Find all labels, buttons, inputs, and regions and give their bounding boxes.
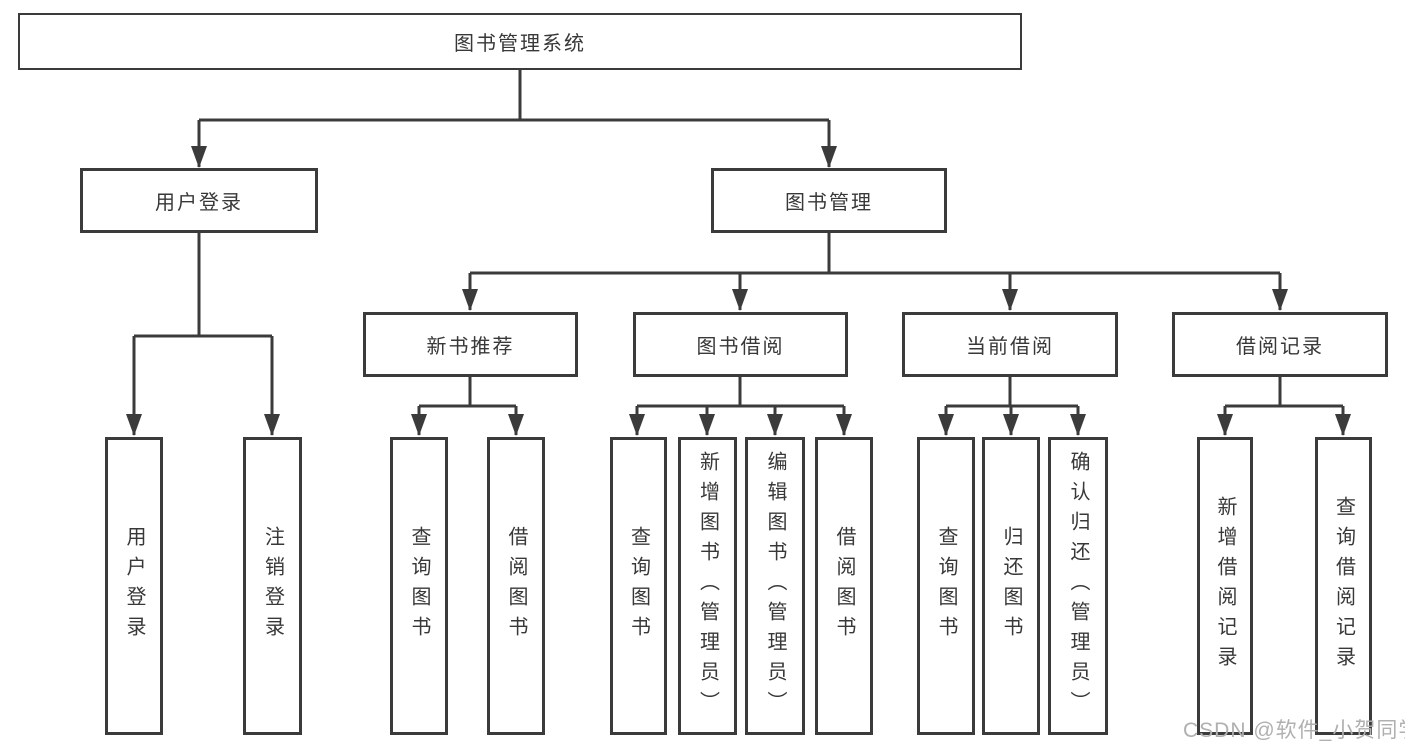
leaf-borrow-books-recommend: 借阅图书 xyxy=(487,437,545,735)
leaf-borrow-books-recommend-label: 借阅图书 xyxy=(505,526,527,646)
node-new-book-recommend: 新书推荐 xyxy=(363,312,578,377)
leaf-query-borrow-record: 查询借阅记录 xyxy=(1315,437,1372,735)
leaf-user-login: 用户登录 xyxy=(105,437,163,735)
leaf-query-books-borrowing-label: 查询图书 xyxy=(627,526,650,646)
leaf-add-borrow-record-label: 新增借阅记录 xyxy=(1214,496,1236,676)
node-library-system-label: 图书管理系统 xyxy=(454,33,586,55)
node-book-borrowing-label: 图书借阅 xyxy=(696,336,785,358)
node-new-book-recommend-label: 新书推荐 xyxy=(426,336,515,358)
leaf-query-borrow-record-label: 查询借阅记录 xyxy=(1332,496,1355,676)
node-current-borrowing: 当前借阅 xyxy=(902,312,1118,377)
node-library-system: 图书管理系统 xyxy=(18,13,1022,70)
node-borrowing-records-label: 借阅记录 xyxy=(1236,336,1324,358)
node-user-login-label: 用户登录 xyxy=(155,192,243,214)
node-book-borrowing: 图书借阅 xyxy=(633,312,848,377)
leaf-user-login-label: 用户登录 xyxy=(123,526,145,646)
leaf-query-books-current-label: 查询图书 xyxy=(935,526,957,646)
node-current-borrowing-label: 当前借阅 xyxy=(966,336,1054,358)
leaf-borrow-books-borrowing: 借阅图书 xyxy=(815,437,873,735)
leaf-query-books-recommend-label: 查询图书 xyxy=(408,526,430,646)
leaf-query-books-borrowing: 查询图书 xyxy=(610,437,667,735)
leaf-add-borrow-record: 新增借阅记录 xyxy=(1197,437,1253,735)
leaf-query-books-recommend: 查询图书 xyxy=(390,437,448,735)
leaf-query-books-current: 查询图书 xyxy=(917,437,975,735)
node-user-login: 用户登录 xyxy=(80,168,318,233)
node-book-management-label: 图书管理 xyxy=(785,192,873,214)
leaf-return-book: 归还图书 xyxy=(982,437,1040,735)
node-borrowing-records: 借阅记录 xyxy=(1172,312,1388,377)
leaf-edit-book-admin: 编辑图书（管理员） xyxy=(745,437,805,735)
csdn-watermark: CSDN @软件_小贺同学 xyxy=(1183,719,1405,742)
leaf-borrow-books-borrowing-label: 借阅图书 xyxy=(833,526,855,646)
leaf-add-book-admin-label: 新增图书（管理员） xyxy=(696,451,719,721)
leaf-logout-label: 注销登录 xyxy=(261,526,284,646)
leaf-logout: 注销登录 xyxy=(243,437,302,735)
node-book-management: 图书管理 xyxy=(711,168,947,233)
leaf-confirm-return-admin: 确认归还（管理员） xyxy=(1048,437,1108,735)
leaf-return-book-label: 归还图书 xyxy=(1000,526,1022,646)
leaf-edit-book-admin-label: 编辑图书（管理员） xyxy=(764,451,786,721)
leaf-confirm-return-admin-label: 确认归还（管理员） xyxy=(1067,451,1089,721)
leaf-add-book-admin: 新增图书（管理员） xyxy=(678,437,737,735)
